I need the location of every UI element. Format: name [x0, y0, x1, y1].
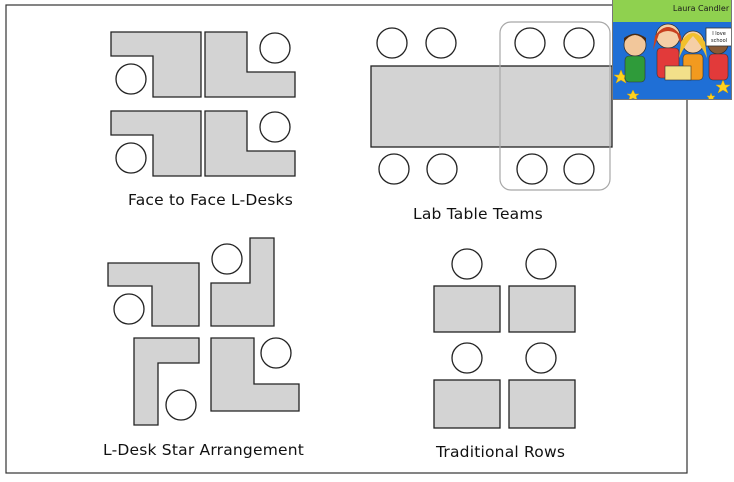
star-arrangement-group [107, 237, 300, 426]
desk [508, 379, 576, 429]
desk [433, 285, 501, 333]
lab-table [370, 65, 613, 148]
chair [259, 32, 291, 64]
chair [376, 27, 408, 59]
chair [115, 63, 147, 95]
chair [563, 153, 595, 185]
badge-author-text: Laura Candler [673, 4, 730, 13]
caption-star: L-Desk Star Arrangement [103, 441, 305, 459]
chair [516, 153, 548, 185]
traditional-rows-group [433, 285, 576, 429]
chair [525, 342, 557, 374]
desk [508, 285, 576, 333]
chair [115, 142, 147, 174]
chair [211, 243, 243, 275]
desk [433, 379, 501, 429]
l-desk [204, 110, 296, 177]
chair [451, 248, 483, 280]
l-desk [204, 31, 296, 98]
chair [259, 111, 291, 143]
svg-text:I love: I love [712, 31, 726, 37]
l-desk [110, 31, 202, 98]
caption-rows: Traditional Rows [436, 443, 566, 461]
chair [525, 248, 557, 280]
chair [514, 27, 546, 59]
chair [425, 27, 457, 59]
l-desk [210, 237, 275, 327]
caption-lab-table: Lab Table Teams [413, 205, 543, 223]
chair [165, 389, 197, 421]
l-desk [210, 337, 300, 412]
l-desk [133, 337, 200, 426]
kids-illustration: I love school Laura Candler [613, 0, 731, 99]
l-desk [107, 262, 200, 327]
chair [426, 153, 458, 185]
chair [260, 337, 292, 369]
chair [563, 27, 595, 59]
author-badge: I love school Laura Candler [612, 0, 732, 100]
svg-text:school: school [711, 38, 727, 44]
face-to-face-group [110, 31, 296, 177]
caption-face-to-face: Face to Face L-Desks [128, 191, 293, 209]
chair [378, 153, 410, 185]
team-highlight-box [499, 21, 611, 191]
chair [451, 342, 483, 374]
l-desk [110, 110, 202, 177]
chair [113, 293, 145, 325]
